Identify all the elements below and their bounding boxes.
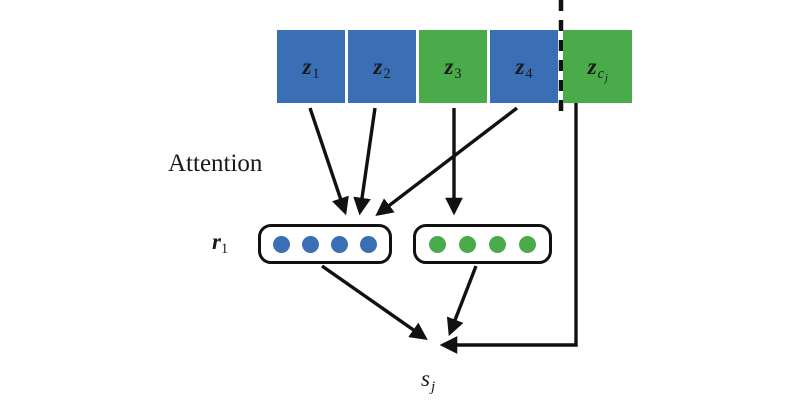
token-box-zcj[interactable]: zcj	[563, 30, 632, 103]
arrow-z1-to-r1	[308, 107, 349, 216]
capsule-dot	[519, 235, 536, 253]
token-label-z3: z3	[444, 54, 463, 82]
token-box-z2[interactable]: z2	[348, 30, 416, 103]
arrow-zcj-skip-to-sj	[439, 103, 578, 354]
capsule-dot	[429, 235, 446, 253]
arrow-z4-to-r1	[375, 106, 519, 217]
attention-label: Attention	[168, 150, 263, 177]
sj-label: sj	[421, 366, 436, 395]
capsule-dot	[331, 235, 348, 253]
r1-label: r1	[212, 229, 229, 257]
capsule-dot	[489, 235, 506, 253]
token-label-zcj: zcj	[587, 54, 609, 84]
arrow-z2-to-r1	[353, 107, 377, 216]
token-label-z1: z1	[302, 54, 321, 82]
arrow-r1-to-sj	[321, 264, 428, 340]
token-box-z1[interactable]: z1	[277, 30, 345, 103]
arrow-green-to-sj	[446, 265, 478, 337]
token-box-z4[interactable]: z4	[490, 30, 558, 103]
token-label-z4: z4	[515, 54, 534, 82]
capsule-dot	[302, 235, 319, 253]
capsule-dot	[360, 235, 377, 253]
token-label-z2: z2	[373, 54, 392, 82]
blue-capsule[interactable]	[258, 224, 392, 264]
capsule-dot	[459, 235, 476, 253]
green-capsule[interactable]	[413, 224, 552, 264]
capsule-dot	[273, 235, 290, 253]
token-box-z3[interactable]: z3	[419, 30, 487, 103]
